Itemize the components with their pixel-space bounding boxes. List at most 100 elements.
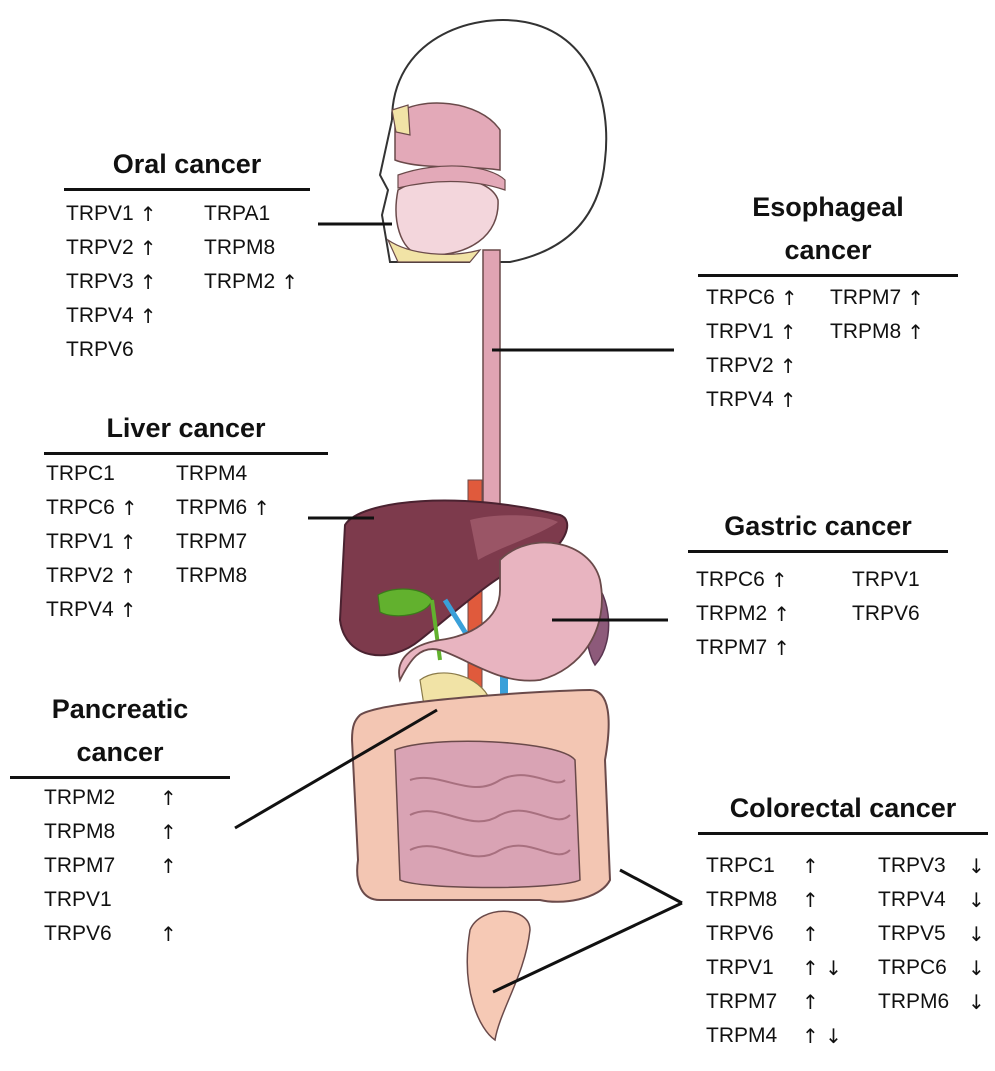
expression-change: ↑	[160, 849, 177, 883]
gene-name: TRPV6	[706, 917, 796, 951]
gene-columns: TRPC6↑ TRPV1↑ TRPV2↑ TRPV4↑ TRPM7↑ TRPM8…	[698, 277, 958, 417]
pancreatic-cancer-title-line-1: Pancreatic	[10, 688, 230, 731]
gene-entry: TRPM6↓	[878, 985, 985, 1019]
colorectal-cancer-panel: Colorectal cancer TRPC1↑ TRPM8↑ TRPV6↑ T…	[698, 787, 988, 1053]
gene-entry: TRPC6↑	[706, 281, 830, 315]
gene-entry: TRPC6↓	[878, 951, 985, 985]
expression-change: ↑	[802, 985, 819, 1019]
pancreatic-cancer-panel: Pancreatic cancer TRPM2↑ TRPM8↑ TRPM7↑ T…	[10, 688, 230, 951]
gene-name: TRPM8	[706, 883, 796, 917]
expression-change: ↓	[968, 883, 985, 917]
expression-change: ↑	[907, 281, 924, 315]
expression-change: ↑	[802, 849, 819, 883]
gene-entry: TRPV1↑	[706, 315, 830, 349]
gene-entry: TRPM7↑	[44, 849, 177, 883]
expression-change: ↓	[968, 917, 985, 951]
expression-change: ↑	[773, 631, 790, 665]
expression-change: ↑	[780, 315, 797, 349]
gene-entry: TRPV1↑ ↓	[706, 951, 878, 985]
gene-entry: TRPV3↓	[878, 849, 985, 883]
expression-change: ↑	[121, 491, 138, 525]
expression-change: ↑	[120, 593, 137, 627]
gene-entry: TRPM4	[176, 457, 270, 491]
gene-entry: TRPV6↑	[44, 917, 177, 951]
expression-change: ↑ ↓	[802, 951, 842, 985]
nasal-cavity	[395, 103, 500, 170]
gene-entry: TRPA1	[204, 197, 298, 231]
gene-columns: TRPC6↑ TRPM2↑ TRPM7↑ TRPV1 TRPV6	[688, 553, 948, 665]
expression-change: ↑	[781, 281, 798, 315]
gene-entry: TRPM7↑	[706, 985, 878, 1019]
expression-change: ↑	[281, 265, 298, 299]
gene-name: TRPM4	[706, 1019, 796, 1053]
gene-entry: TRPV6	[66, 333, 204, 367]
gene-name: TRPC1	[46, 457, 115, 491]
gene-entry: TRPV2↑	[66, 231, 204, 265]
gene-entry: TRPV2↑	[706, 349, 830, 383]
gene-name: TRPC6	[46, 491, 115, 525]
gene-name: TRPC6	[878, 951, 962, 985]
gene-entry: TRPM2↑	[204, 265, 298, 299]
gene-column-1: TRPV1↑ TRPV2↑ TRPV3↑ TRPV4↑ TRPV6	[66, 197, 204, 367]
expression-change: ↑	[907, 315, 924, 349]
gene-name: TRPV1	[706, 951, 796, 985]
gene-name: TRPM2	[204, 265, 275, 299]
gene-entry: TRPC6↑	[46, 491, 176, 525]
gene-entry: TRPM7↑	[696, 631, 852, 665]
gene-name: TRPM8	[830, 315, 901, 349]
expression-change: ↑	[773, 597, 790, 631]
gene-column-2: TRPM7↑ TRPM8↑	[830, 281, 924, 417]
gene-name: TRPM8	[204, 231, 275, 265]
gene-name: TRPC6	[696, 563, 765, 597]
expression-change: ↑	[802, 883, 819, 917]
oral-cancer-title: Oral cancer	[64, 143, 310, 186]
expression-change: ↑	[140, 299, 157, 333]
gene-name: TRPV6	[852, 597, 920, 631]
gene-name: TRPM7	[44, 849, 154, 883]
esophageal-cancer-title-line-2: cancer	[698, 229, 958, 272]
expression-change: ↑	[120, 559, 137, 593]
expression-change: ↑	[140, 197, 157, 231]
gastric-cancer-panel: Gastric cancer TRPC6↑ TRPM2↑ TRPM7↑ TRPV…	[688, 505, 948, 665]
gene-name: TRPV5	[878, 917, 962, 951]
oral-cancer-panel: Oral cancer TRPV1↑ TRPV2↑ TRPV3↑ TRPV4↑ …	[64, 143, 310, 367]
esophageal-cancer-panel: Esophageal cancer TRPC6↑ TRPV1↑ TRPV2↑ T…	[698, 186, 958, 417]
gene-entry: TRPM7	[176, 525, 270, 559]
gene-name: TRPV1	[66, 197, 134, 231]
leader-line-colorectal-colon	[620, 870, 682, 903]
expression-change: ↑	[253, 491, 270, 525]
esophagus	[483, 250, 500, 520]
gene-entry: TRPM8	[176, 559, 270, 593]
gene-columns: TRPV1↑ TRPV2↑ TRPV3↑ TRPV4↑ TRPV6 TRPA1 …	[64, 191, 310, 367]
gene-entry: TRPV3↑	[66, 265, 204, 299]
gene-column-1: TRPC1 TRPC6↑ TRPV1↑ TRPV2↑ TRPV4↑	[46, 457, 176, 627]
gene-column-1: TRPC1↑ TRPM8↑ TRPV6↑ TRPV1↑ ↓ TRPM7↑ TRP…	[706, 849, 878, 1053]
expression-change: ↑	[140, 265, 157, 299]
gene-name: TRPM6	[176, 491, 247, 525]
gene-name: TRPM8	[176, 559, 247, 593]
gene-name: TRPV3	[66, 265, 134, 299]
gene-entry: TRPV2↑	[46, 559, 176, 593]
gene-entry: TRPV6↑	[706, 917, 878, 951]
gene-column-2: TRPM4 TRPM6↑ TRPM7 TRPM8	[176, 457, 270, 627]
gene-entry: TRPC1↑	[706, 849, 878, 883]
gene-entry: TRPV4↓	[878, 883, 985, 917]
gene-name: TRPV6	[66, 333, 134, 367]
expression-change: ↑ ↓	[802, 1019, 842, 1053]
gene-entry: TRPV1↑	[46, 525, 176, 559]
gene-entry: TRPC1	[46, 457, 176, 491]
gene-name: TRPV4	[46, 593, 114, 627]
gene-entry: TRPV1↑	[66, 197, 204, 231]
gene-columns: TRPC1↑ TRPM8↑ TRPV6↑ TRPV1↑ ↓ TRPM7↑ TRP…	[698, 835, 988, 1053]
gene-entry: TRPM7↑	[830, 281, 924, 315]
gene-entry: TRPV1	[852, 563, 926, 597]
gene-entry: TRPM4↑ ↓	[706, 1019, 878, 1053]
gene-entry: TRPM2↑	[44, 781, 177, 815]
gene-entry: TRPM8↑	[830, 315, 924, 349]
expression-change: ↑	[160, 917, 177, 951]
small-intestine	[395, 741, 580, 887]
gene-entry: TRPV4↑	[46, 593, 176, 627]
gene-name: TRPV1	[46, 525, 114, 559]
gene-name: TRPM7	[696, 631, 767, 665]
gene-column-2: TRPV3↓ TRPV4↓ TRPV5↓ TRPC6↓ TRPM6↓	[878, 849, 985, 1053]
